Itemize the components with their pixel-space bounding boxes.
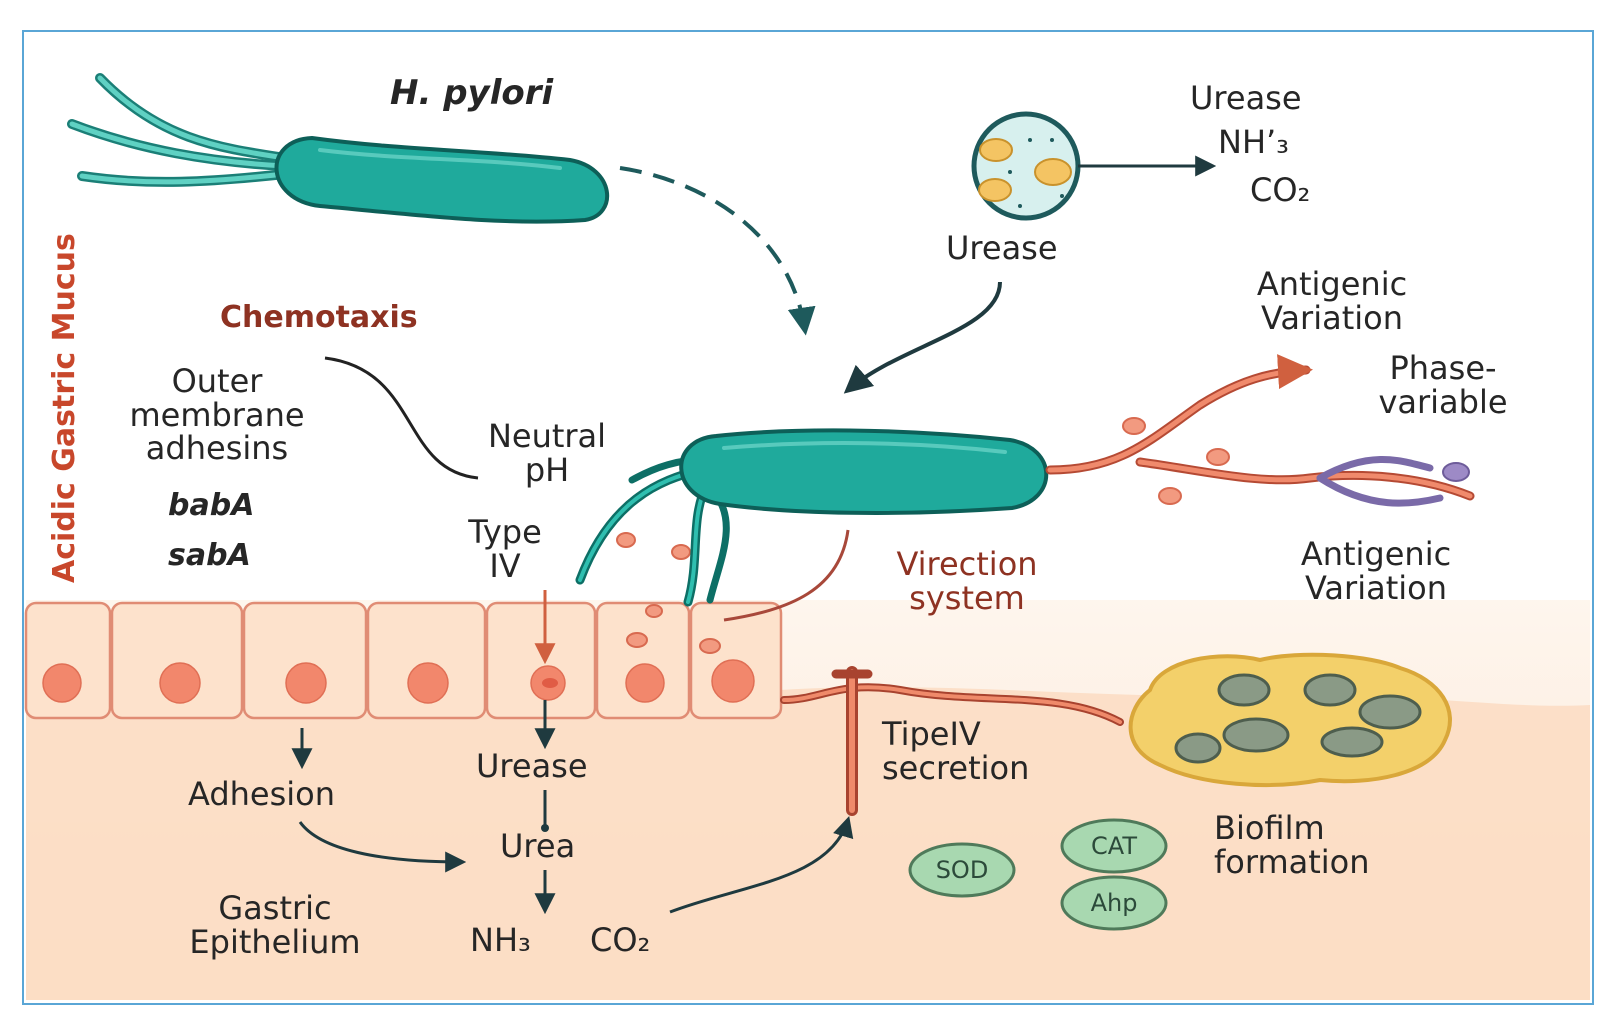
chemotaxis-curve — [324, 356, 479, 480]
biofilm-cluster — [1128, 652, 1452, 787]
urea-label: Urea — [500, 827, 576, 865]
urease-products-title: Urease — [1190, 79, 1302, 117]
antigenic-variation-top-label: Antigenic Variation — [1256, 265, 1408, 337]
type-iv-secretion-structure — [780, 666, 1124, 816]
h-pylori-bacterium-top — [67, 73, 610, 224]
nucleus — [711, 659, 755, 703]
ahp-label: Ahp — [1090, 889, 1138, 917]
neutral-ph-label: Neutral pH — [487, 417, 607, 489]
gastric-epithelium-label: Gastric Epithelium — [189, 889, 361, 961]
nucleus — [407, 662, 449, 704]
nucleus — [625, 663, 665, 703]
virection-system-label: Virection system — [896, 545, 1038, 617]
phase-variable-tip — [1442, 462, 1470, 482]
cat-blob — [1060, 818, 1168, 874]
adhesion-to-urea-arrow — [298, 821, 467, 873]
co2-label: CO₂ — [590, 921, 651, 959]
epithelial-cell — [242, 601, 368, 720]
urease-center-label: Urease — [476, 747, 588, 785]
sod-blob — [908, 842, 1016, 898]
epithelial-cell — [595, 601, 691, 720]
epithelial-cell — [366, 601, 487, 720]
h-pylori-title: H. pylori — [390, 73, 554, 113]
urease-products-co2: CO₂ — [1250, 171, 1311, 209]
acidic-gastric-mucus-label: Acidic Gastric Mucus — [47, 233, 82, 583]
nucleus — [285, 662, 327, 704]
biofilm-formation-label: Biofilm formation — [1214, 809, 1370, 881]
epithelial-cell — [485, 601, 597, 720]
adhesion-label: Adhesion — [188, 775, 336, 813]
nucleus — [42, 663, 82, 703]
saba-gene-label: sabA — [168, 538, 251, 573]
nucleus — [159, 662, 201, 704]
antigenic-variation-bottom-label: Antigenic Variation — [1300, 535, 1452, 607]
pilus-structures — [1045, 354, 1475, 507]
nucleolus — [542, 678, 558, 688]
cat-label: CAT — [1091, 832, 1137, 860]
urease-to-bacterium-arrow — [843, 281, 1002, 394]
epithelial-cells — [24, 601, 783, 720]
migration-arrow — [619, 166, 816, 336]
urease-vesicle — [971, 111, 1081, 221]
urease-products-nh3: NH’₃ — [1218, 123, 1289, 161]
baba-gene-label: babA — [168, 488, 255, 523]
epithelial-cell — [110, 601, 244, 720]
virection-connector — [723, 529, 850, 622]
chemotaxis-label: Chemotaxis — [220, 300, 418, 335]
ahp-blob — [1060, 875, 1168, 931]
nh3-label: NH₃ — [470, 921, 531, 959]
vesicles — [616, 417, 1230, 654]
h-pylori-bacterium-center — [575, 428, 1049, 607]
co2-to-secretion-arrow — [669, 815, 854, 914]
figure-frame — [22, 30, 1594, 1005]
urease-vesicle-label: Urease — [946, 229, 1058, 267]
sod-label: SOD — [935, 856, 989, 884]
phase-variable-label: Phase- variable — [1378, 349, 1508, 421]
type-iv-label: Type IV — [468, 513, 542, 585]
tipeiv-secretion-label: TipeIV secretion — [882, 715, 1030, 787]
outer-membrane-adhesins-label: Outer membrane adhesins — [129, 362, 305, 468]
